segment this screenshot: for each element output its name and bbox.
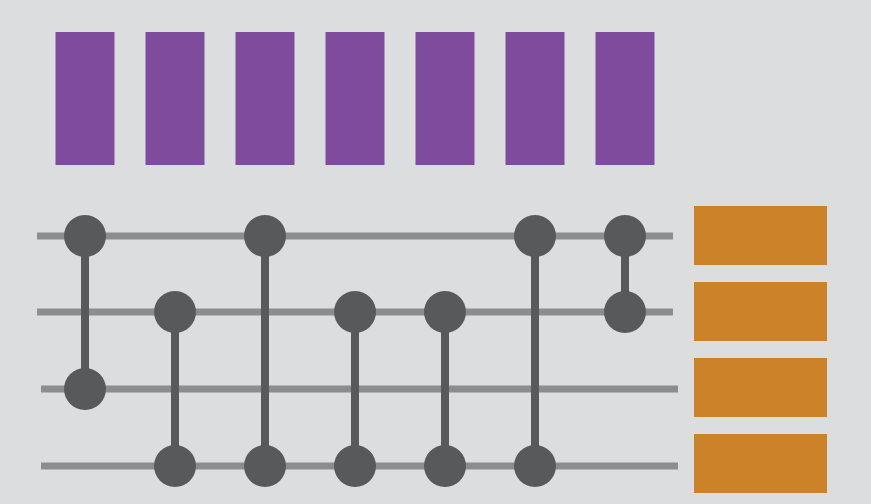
gate-target-dot	[514, 445, 556, 487]
gate-target-dot	[244, 445, 286, 487]
gate-control-dot	[154, 291, 196, 333]
gate-6	[514, 215, 556, 487]
output-block-2	[694, 282, 827, 341]
top-bar-1	[55, 32, 115, 165]
top-bar-group	[55, 32, 655, 165]
gate-target-dot	[604, 291, 646, 333]
gate-control-dot	[514, 215, 556, 257]
output-block-1	[694, 206, 827, 265]
top-bar-7	[595, 32, 655, 165]
gate-control-dot	[334, 291, 376, 333]
gate-2	[154, 291, 196, 487]
top-bar-6	[505, 32, 565, 165]
gate-4	[334, 291, 376, 487]
gate-3	[244, 215, 286, 487]
gate-target-dot	[334, 445, 376, 487]
gate-1	[64, 215, 106, 410]
gate-group	[64, 215, 646, 487]
top-bar-2	[145, 32, 205, 165]
gate-control-dot	[604, 215, 646, 257]
gate-7	[604, 215, 646, 333]
top-bar-4	[325, 32, 385, 165]
gate-control-dot	[424, 291, 466, 333]
gate-target-dot	[64, 368, 106, 410]
gate-5	[424, 291, 466, 487]
gate-control-dot	[244, 215, 286, 257]
gate-target-dot	[154, 445, 196, 487]
output-block-group	[694, 206, 827, 493]
top-bar-3	[235, 32, 295, 165]
output-block-3	[694, 358, 827, 417]
gate-target-dot	[424, 445, 466, 487]
gate-control-dot	[64, 215, 106, 257]
output-block-4	[694, 434, 827, 493]
top-bar-5	[415, 32, 475, 165]
